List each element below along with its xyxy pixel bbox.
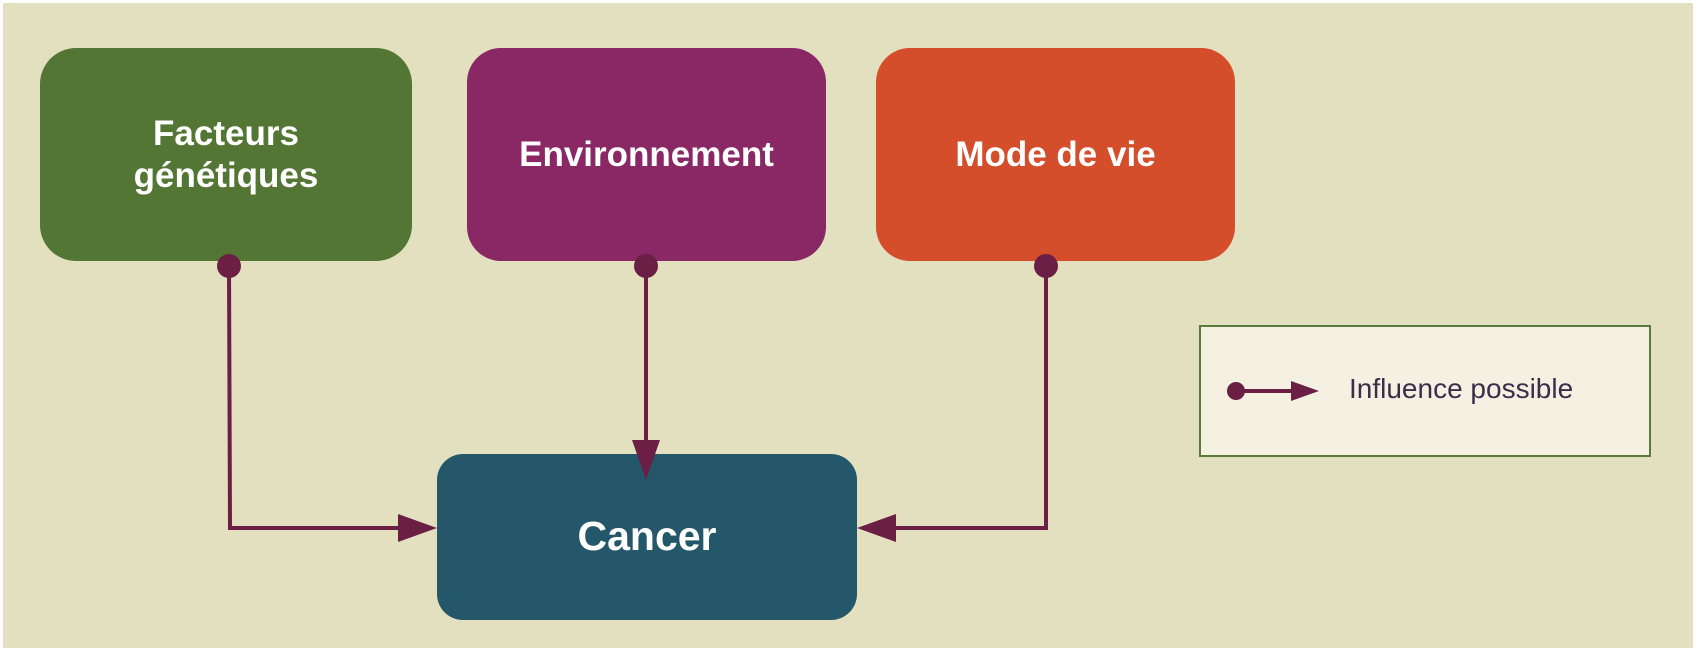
legend-label: Influence possible xyxy=(1349,373,1574,404)
node-cancer: Cancer xyxy=(437,454,857,620)
legend-arrow-icon xyxy=(1227,381,1319,401)
edge-environment-to-cancer xyxy=(632,254,660,480)
node-environment: Environnement xyxy=(467,48,826,261)
node-genetic-factors: Facteurs génétiques xyxy=(40,48,412,261)
node-lifestyle: Mode de vie xyxy=(876,48,1235,261)
edge-genetics-to-cancer xyxy=(217,254,437,542)
edge-lifestyle-to-cancer xyxy=(857,254,1058,542)
